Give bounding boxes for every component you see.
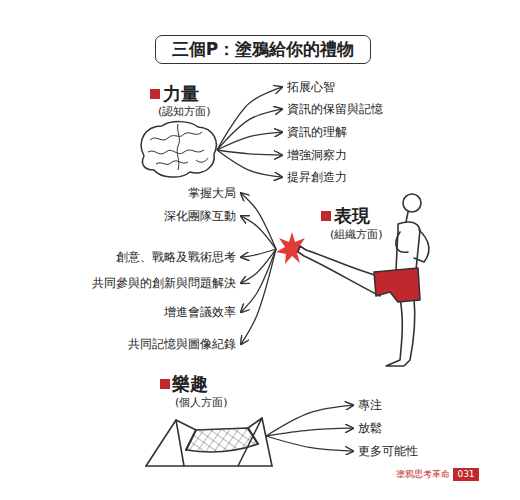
leader-arrow — [217, 87, 282, 150]
benefit-item: 提昇創造力 — [287, 170, 347, 184]
benefit-item: 深化團隊互動 — [164, 209, 236, 223]
leader-arrow — [266, 405, 353, 436]
benefit-item: 拓展心智 — [287, 80, 335, 94]
leader-arrow — [241, 216, 276, 249]
heading-square — [160, 379, 170, 389]
leader-arrow — [217, 150, 282, 155]
benefit-item: 創意、戰略及戰術思考 — [116, 250, 236, 264]
heading-square — [321, 211, 331, 221]
leader-arrow — [217, 150, 282, 177]
leader-arrow — [241, 249, 276, 283]
kicking-figure — [298, 194, 429, 366]
benefit-item: 增進會議效率 — [164, 305, 236, 319]
heading-square — [150, 89, 160, 99]
benefit-item: 更多可能性 — [358, 444, 418, 458]
page-number: 031 — [453, 468, 478, 481]
section-subtitle: (認知方面) — [158, 105, 211, 119]
section-heading: 樂趣 — [172, 373, 208, 396]
benefit-item: 放鬆 — [358, 421, 382, 435]
footer-title: 塗鴉思考革命 — [396, 469, 450, 480]
benefit-item: 專注 — [358, 398, 382, 412]
leader-arrow — [241, 249, 276, 344]
section-heading: 表現 — [334, 205, 370, 228]
hammock-drawing — [146, 418, 272, 466]
section-heading: 力量 — [163, 83, 199, 106]
title: 三個P：塗鴉給你的禮物 — [172, 39, 354, 59]
leader-arrow — [217, 132, 282, 150]
benefit-item: 資訊的保留與記憶 — [287, 102, 383, 116]
leader-arrow — [241, 193, 276, 249]
benefit-item: 資訊的理解 — [287, 125, 347, 139]
benefit-item: 共同參與的創新與問題解決 — [92, 276, 236, 290]
section-subtitle: (組織方面) — [330, 228, 383, 242]
benefit-item: 共同記憶與圖像紀錄 — [128, 337, 236, 351]
benefit-item: 增強洞察力 — [287, 148, 347, 162]
section-subtitle: (個人方面) — [175, 396, 228, 410]
leader-arrow — [266, 428, 353, 436]
brain-drawing — [141, 122, 216, 177]
leader-arrow — [266, 436, 353, 451]
leader-arrow — [241, 249, 276, 312]
title-box: 三個P：塗鴉給你的禮物 — [155, 35, 371, 64]
leader-arrow — [217, 109, 282, 150]
benefit-item: 掌握大局 — [188, 186, 236, 200]
